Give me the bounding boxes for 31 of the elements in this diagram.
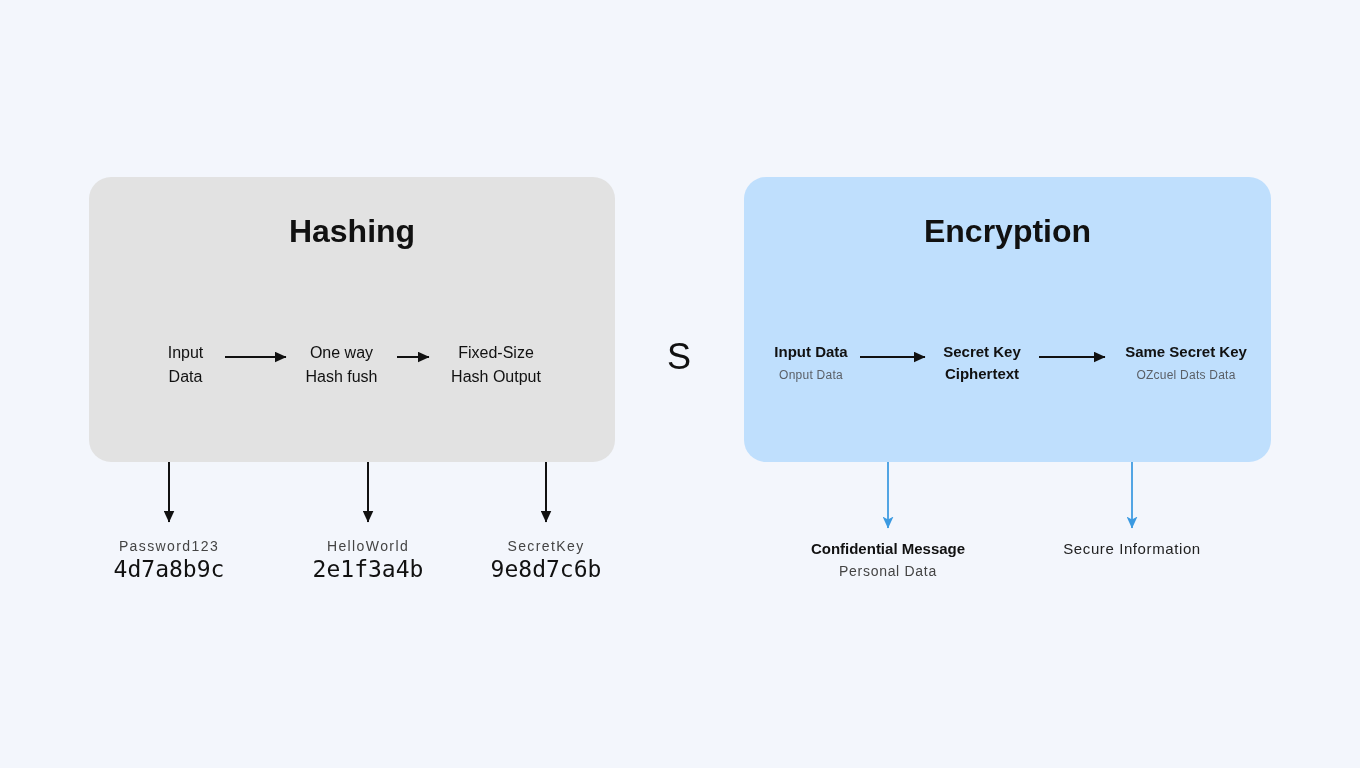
step-label: Same Secret Key <box>1125 342 1247 362</box>
step-label: Input Data <box>166 343 205 387</box>
arrow <box>396 351 430 363</box>
arrow <box>859 351 926 363</box>
hash-value-label: 4d7a8b9c <box>113 556 225 582</box>
arrow <box>362 461 374 523</box>
arrow <box>1038 351 1106 363</box>
sample-text-label: SecretKey <box>507 537 585 556</box>
arrow <box>882 461 894 529</box>
arrow <box>540 461 552 523</box>
step-label: Fixed-Size Hash Output <box>450 343 542 387</box>
step-label: One way Hash fush <box>304 343 379 387</box>
output-label: Secure Information <box>1063 539 1201 559</box>
arrow <box>1126 461 1138 529</box>
step-sublabel: OZcuel Dats Data <box>1136 367 1236 384</box>
arrow <box>163 461 175 523</box>
sample-text-label: Password123 <box>118 537 220 556</box>
sample-text-label: HelloWorld <box>326 537 410 556</box>
hash-value-label: 2e1f3a4b <box>312 556 424 582</box>
panel-title: Encryption <box>923 212 1092 251</box>
output-label: Confidential Message <box>810 539 966 559</box>
letter-label: S <box>667 336 691 378</box>
hash-value-label: 9e8d7c6b <box>490 556 602 582</box>
panel-title: Hashing <box>288 212 416 251</box>
step-sublabel: Onput Data <box>779 367 843 384</box>
panel <box>744 177 1271 462</box>
panel <box>89 177 615 462</box>
arrow <box>224 351 287 363</box>
step-label: Secret Key Ciphertext <box>942 342 1022 384</box>
output-sublabel: Personal Data <box>839 562 937 581</box>
step-label: Input Data <box>774 342 848 362</box>
